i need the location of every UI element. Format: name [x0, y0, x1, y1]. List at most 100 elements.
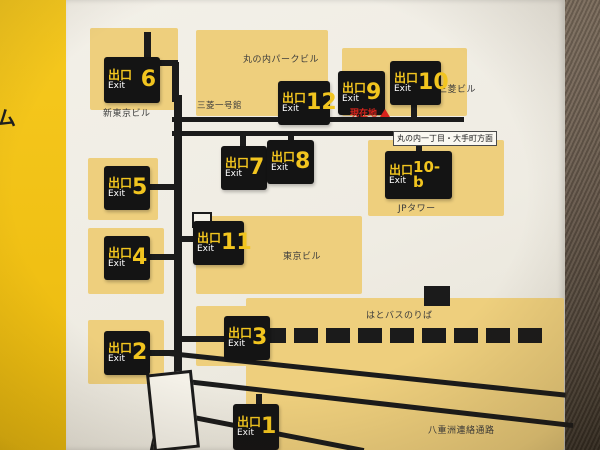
exit-en-text: Exit: [282, 103, 300, 114]
building-label-jp-tower: JPタワー: [398, 204, 436, 214]
exit-words: 出口 Exit: [228, 327, 252, 349]
exit-stub-line: [150, 254, 176, 260]
exit-jp-text: 出口: [389, 162, 414, 177]
exit-en-text: Exit: [225, 168, 243, 179]
corridor-line: [172, 62, 179, 102]
exit-words: 出口 Exit: [108, 342, 132, 364]
building-label-mitsubishi-ichigokan: 三菱一号館: [197, 101, 243, 111]
wall-texture: [564, 0, 600, 450]
exit-jp-text: 出口: [228, 325, 253, 340]
current-location-triangle-icon: [380, 108, 391, 117]
exit-number: 9: [366, 80, 382, 105]
exit-jp-text: 出口: [271, 149, 296, 164]
bus-bay-mark: [486, 328, 510, 343]
exit-en-text: Exit: [108, 80, 126, 91]
exit-number: 8: [295, 149, 311, 174]
exit-words: 出口 Exit: [394, 72, 418, 94]
exit-stub-line: [256, 394, 262, 406]
exit-sign-10: 出口 Exit 10: [390, 61, 449, 105]
area-label-hato-bus: はとバスのりば: [366, 311, 433, 321]
exit-jp-text: 出口: [108, 245, 133, 260]
exit-number: 6: [140, 67, 156, 92]
exit-number: 10-b: [413, 158, 441, 191]
exit-number: 11: [221, 230, 252, 255]
exit-words: 出口 Exit: [389, 164, 413, 186]
exit-sign-10b: 出口 Exit 10-b: [385, 151, 452, 199]
exit-sign-11: 出口 Exit 11: [193, 221, 252, 265]
exit-words: 出口 Exit: [108, 177, 132, 199]
exit-en-text: Exit: [197, 243, 215, 254]
exit-words: 出口 Exit: [282, 92, 306, 114]
exit-words: 出口 Exit: [342, 82, 366, 104]
direction-label: 丸の内一丁目・大手町方面: [393, 131, 497, 146]
exit-number: 5: [132, 175, 148, 200]
exit-words: 出口 Exit: [271, 151, 295, 173]
exit-sign-3: 出口 Exit 3: [224, 316, 270, 360]
exit-number: 7: [249, 155, 265, 180]
bus-bay-mark: [390, 328, 414, 343]
exit-en-text: Exit: [394, 83, 412, 94]
exit-sign-6: 出口 Exit 6: [104, 57, 160, 103]
exit-sign-7: 出口 Exit 7: [221, 146, 267, 190]
exit-stub-line: [357, 112, 363, 119]
exit-en-text: Exit: [108, 353, 126, 364]
bus-bay-mark: [294, 328, 318, 343]
exit-en-text: Exit: [108, 188, 126, 199]
exit-sign-12: 出口 Exit 12: [278, 81, 337, 125]
exit-number: 10: [418, 70, 449, 95]
building-block: [246, 298, 564, 450]
exit-sign-2: 出口 Exit 2: [104, 331, 150, 375]
exit-words: 出口 Exit: [237, 416, 261, 438]
exit-words: 出口 Exit: [197, 232, 221, 254]
exit-en-text: Exit: [108, 258, 126, 269]
exit-en-text: Exit: [228, 338, 246, 349]
main-corridor-line: [174, 95, 182, 395]
exit-words: 出口 Exit: [108, 247, 132, 269]
exit-jp-text: 出口: [394, 70, 419, 85]
current-location-marker: 現在地: [350, 106, 391, 119]
exit-number: 12: [306, 90, 337, 115]
corridor-line: [144, 32, 151, 66]
building-label-mitsubishi: 三菱ビル: [438, 85, 477, 95]
exit-jp-text: 出口: [108, 67, 133, 82]
exit-en-text: Exit: [271, 162, 289, 173]
exit-en-text: Exit: [342, 93, 360, 104]
bus-bay-mark: [326, 328, 350, 343]
exit-sign-5: 出口 Exit 5: [104, 166, 150, 210]
bus-bay-mark: [518, 328, 542, 343]
bus-bay-mark: [454, 328, 478, 343]
exit-en-text: Exit: [237, 427, 255, 438]
exit-stub-line: [240, 136, 246, 148]
exit-sign-1: 出口 Exit 1: [233, 404, 279, 450]
corridor-line: [144, 60, 178, 66]
exit-number: 1: [261, 414, 277, 439]
bus-bay-mark: [422, 328, 446, 343]
building-label-shin-tokyo: 新東京ビル: [103, 109, 151, 119]
exit-jp-text: 出口: [108, 175, 133, 190]
exit-stub-line: [182, 336, 226, 342]
exit-words: 出口 Exit: [108, 69, 132, 91]
building-label-marunouchi-park: 丸の内パークビル: [243, 55, 320, 65]
exit-sign-9: 出口 Exit 9: [338, 71, 385, 115]
area-label-yaesu-passage: 八重洲連絡通路: [428, 426, 495, 436]
exit-en-text: Exit: [389, 175, 407, 186]
current-location-text: 現在地: [350, 109, 378, 119]
street-line: [172, 131, 464, 136]
exit-jp-text: 出口: [237, 414, 262, 429]
exit-stub-line: [288, 136, 294, 143]
map-structure-block: [424, 286, 450, 306]
building-label-tokyo: 東京ビル: [283, 252, 322, 262]
exit-jp-text: 出口: [108, 340, 133, 355]
pillar-partial-text: ム: [0, 106, 16, 130]
bus-bay-mark: [358, 328, 382, 343]
station-entrance-structure: [146, 369, 200, 450]
yellow-pillar-strip: [0, 0, 66, 450]
exit-stub-line: [411, 102, 417, 119]
exit-words: 出口 Exit: [225, 157, 249, 179]
exit-jp-text: 出口: [225, 155, 250, 170]
exit-jp-text: 出口: [282, 90, 307, 105]
exit-number: 3: [252, 325, 268, 350]
exit-sign-4: 出口 Exit 4: [104, 236, 150, 280]
exit-number: 2: [132, 340, 148, 365]
